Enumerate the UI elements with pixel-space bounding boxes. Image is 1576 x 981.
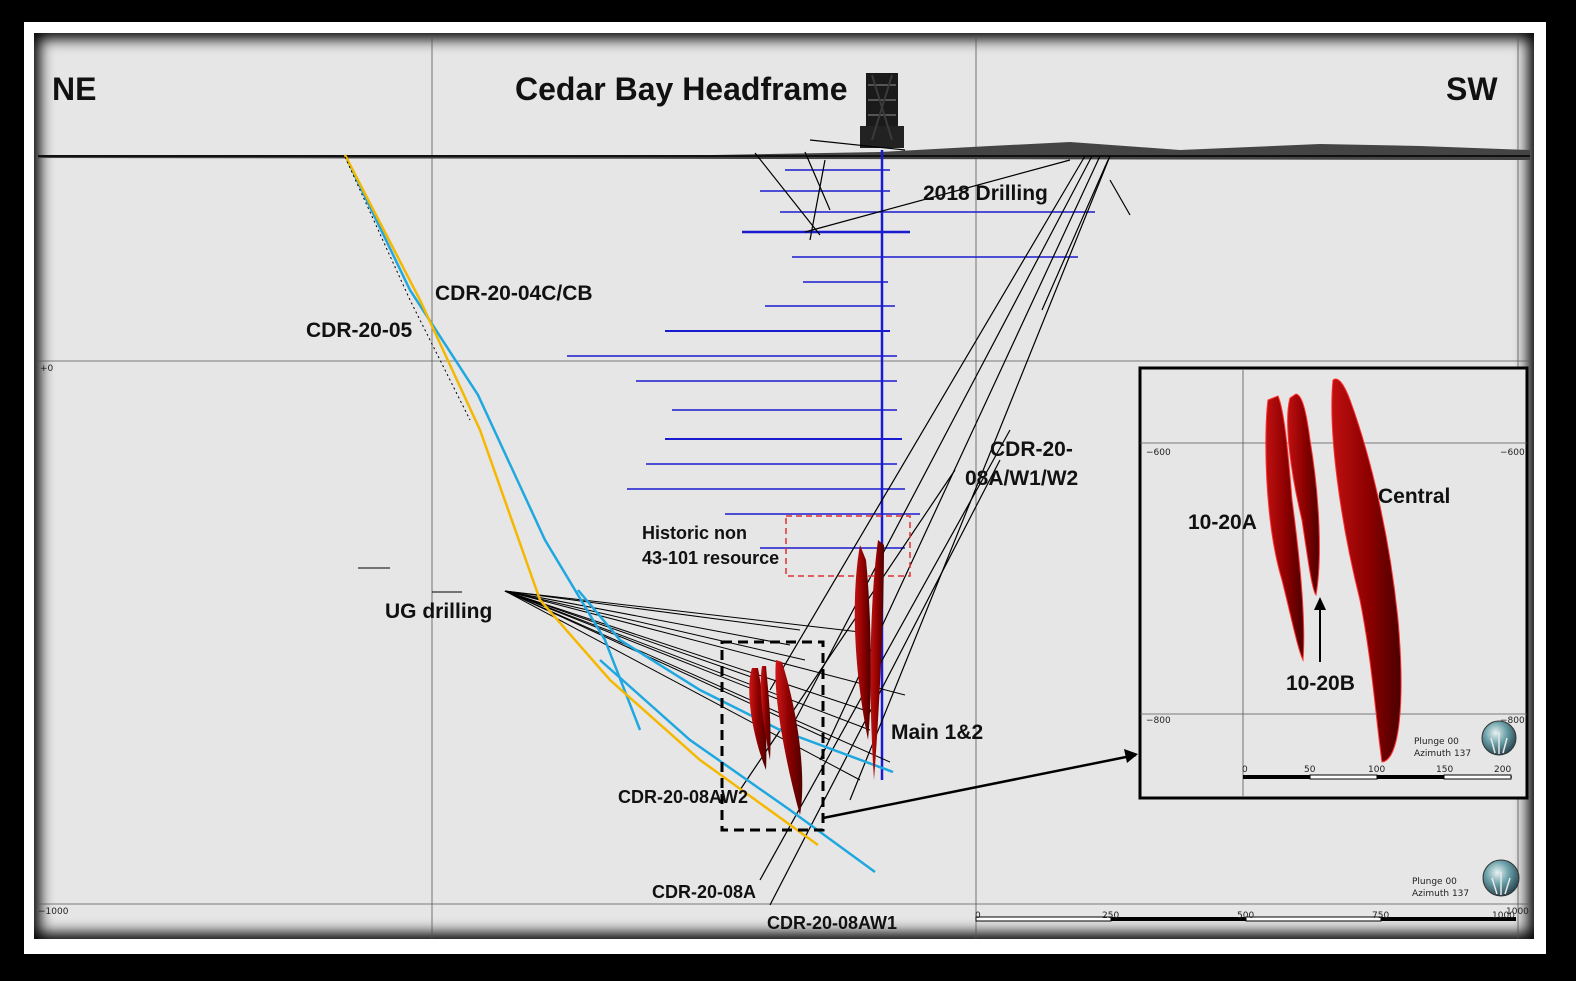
label-cdr-20-08a: CDR-20-08A xyxy=(652,882,756,902)
inset-elev-600-right: −600 xyxy=(1500,448,1525,458)
label-historic-line1: Historic non xyxy=(642,523,747,543)
label-ug-drilling: UG drilling xyxy=(385,600,492,623)
inset-orientation-plunge: Plunge 00 xyxy=(1414,737,1459,747)
hole-cdr-20-04c-cb xyxy=(343,154,894,874)
orientation-azimuth: Azimuth 137 xyxy=(1412,889,1469,899)
label-cdr-20-08a-w-line1: CDR-20- xyxy=(990,438,1073,461)
scale-tick-500: 500 xyxy=(1237,911,1254,921)
page-title: Cedar Bay Headframe xyxy=(515,71,848,107)
ore-bodies-section xyxy=(749,540,884,815)
inset-orientation-sphere-icon xyxy=(1481,720,1517,756)
inset-zone-10-20a: 10-20A xyxy=(1188,511,1257,534)
inset-orientation-azimuth: Azimuth 137 xyxy=(1414,749,1471,759)
direction-sw: SW xyxy=(1446,71,1498,107)
historic-drillholes xyxy=(567,150,1095,780)
inset-panel xyxy=(1138,366,1529,800)
label-cdr-20-04c-cb: CDR-20-04C/CB xyxy=(435,282,593,305)
orientation-sphere-icon xyxy=(1482,859,1520,897)
zoom-arrow-line xyxy=(822,753,1137,820)
scale-tick-750: 750 xyxy=(1372,911,1389,921)
label-main-1-2: Main 1&2 xyxy=(891,721,983,744)
inset-scale-tick-0: 0 xyxy=(1242,765,1248,775)
inset-zone-central: Central xyxy=(1378,485,1450,508)
scale-tick-0: 0 xyxy=(975,911,981,921)
label-cdr-20-08aw1: CDR-20-08AW1 xyxy=(767,913,897,933)
label-cdr-20-08a-w-line2: 08A/W1/W2 xyxy=(965,467,1078,490)
headframe-icon xyxy=(860,73,904,148)
inset-scale-tick-150: 150 xyxy=(1436,765,1453,775)
scale-tick-1000: 1000 xyxy=(1492,911,1515,921)
orientation-plunge: Plunge 00 xyxy=(1412,877,1457,887)
ug-drillholes xyxy=(358,567,906,781)
section-scale-bar xyxy=(975,916,1516,922)
surface-drillholes xyxy=(739,139,1131,906)
inset-elev-800-left: −800 xyxy=(1146,716,1171,726)
inset-scale-tick-100: 100 xyxy=(1368,765,1385,775)
direction-ne: NE xyxy=(52,71,96,107)
elevation-right-1000: 1000 xyxy=(1506,907,1529,917)
zoom-area-box xyxy=(720,640,825,832)
inset-zone-10-20b: 10-20B xyxy=(1286,672,1355,695)
inset-scale-tick-200: 200 xyxy=(1494,765,1511,775)
zoom-arrow-head xyxy=(1124,749,1138,763)
elevation-zero: +0 xyxy=(40,364,54,374)
ground-surface xyxy=(38,142,1530,160)
hole-cdr-20-05 xyxy=(343,154,819,847)
label-cdr-20-05: CDR-20-05 xyxy=(306,319,413,342)
inset-arrow-head xyxy=(1314,597,1326,610)
inset-elev-800-right: −800 xyxy=(1500,716,1525,726)
label-cdr-20-08aw2: CDR-20-08AW2 xyxy=(618,787,748,807)
label-historic-line2: 43-101 resource xyxy=(642,548,779,568)
inset-elev-600-left: −600 xyxy=(1146,448,1171,458)
label-2018-drilling: 2018 Drilling xyxy=(923,182,1048,205)
elevation-minus1000: −1000 xyxy=(38,907,69,917)
inset-scale-tick-50: 50 xyxy=(1304,765,1316,775)
historic-resource-box xyxy=(785,515,911,577)
scale-tick-250: 250 xyxy=(1102,911,1119,921)
